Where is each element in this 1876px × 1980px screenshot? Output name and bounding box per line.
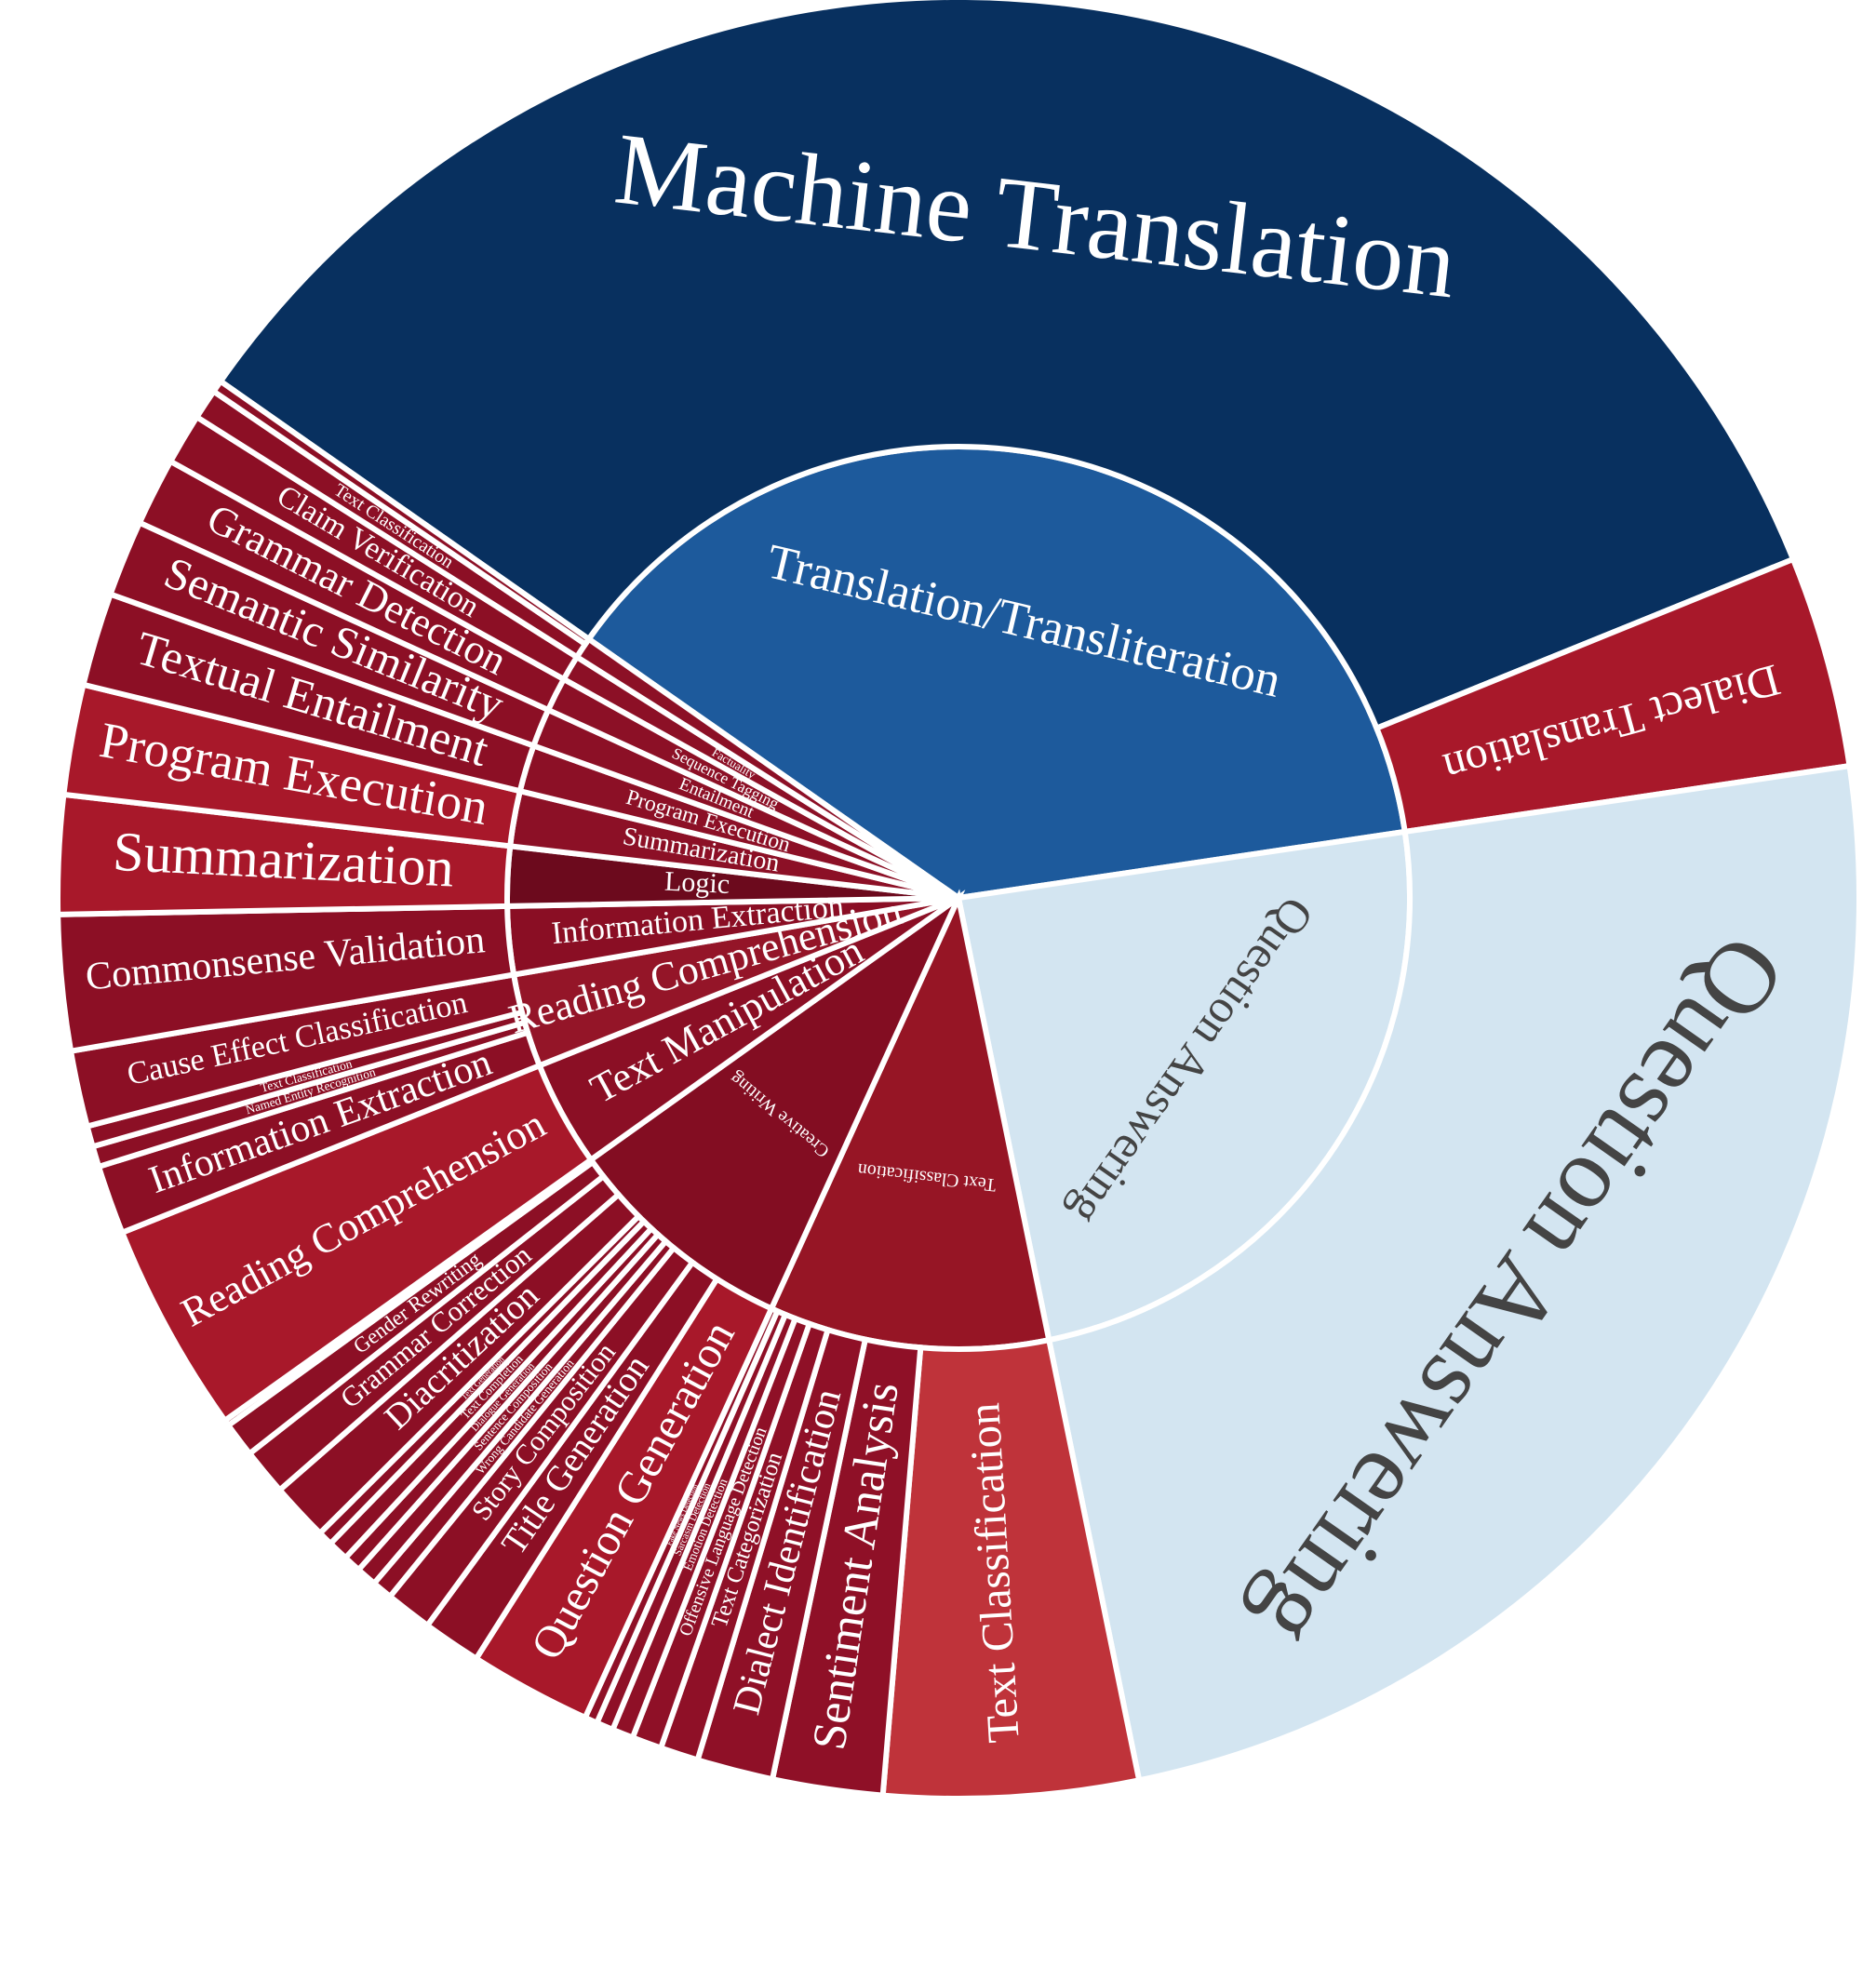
outer-ring [55,0,1862,1801]
inner-label-logic: Logic [663,866,730,900]
outer-segment-unlabeled [209,377,593,649]
outer-segment-question-answering [1045,762,1862,1784]
outer-segment-machine-translation [216,0,1797,732]
